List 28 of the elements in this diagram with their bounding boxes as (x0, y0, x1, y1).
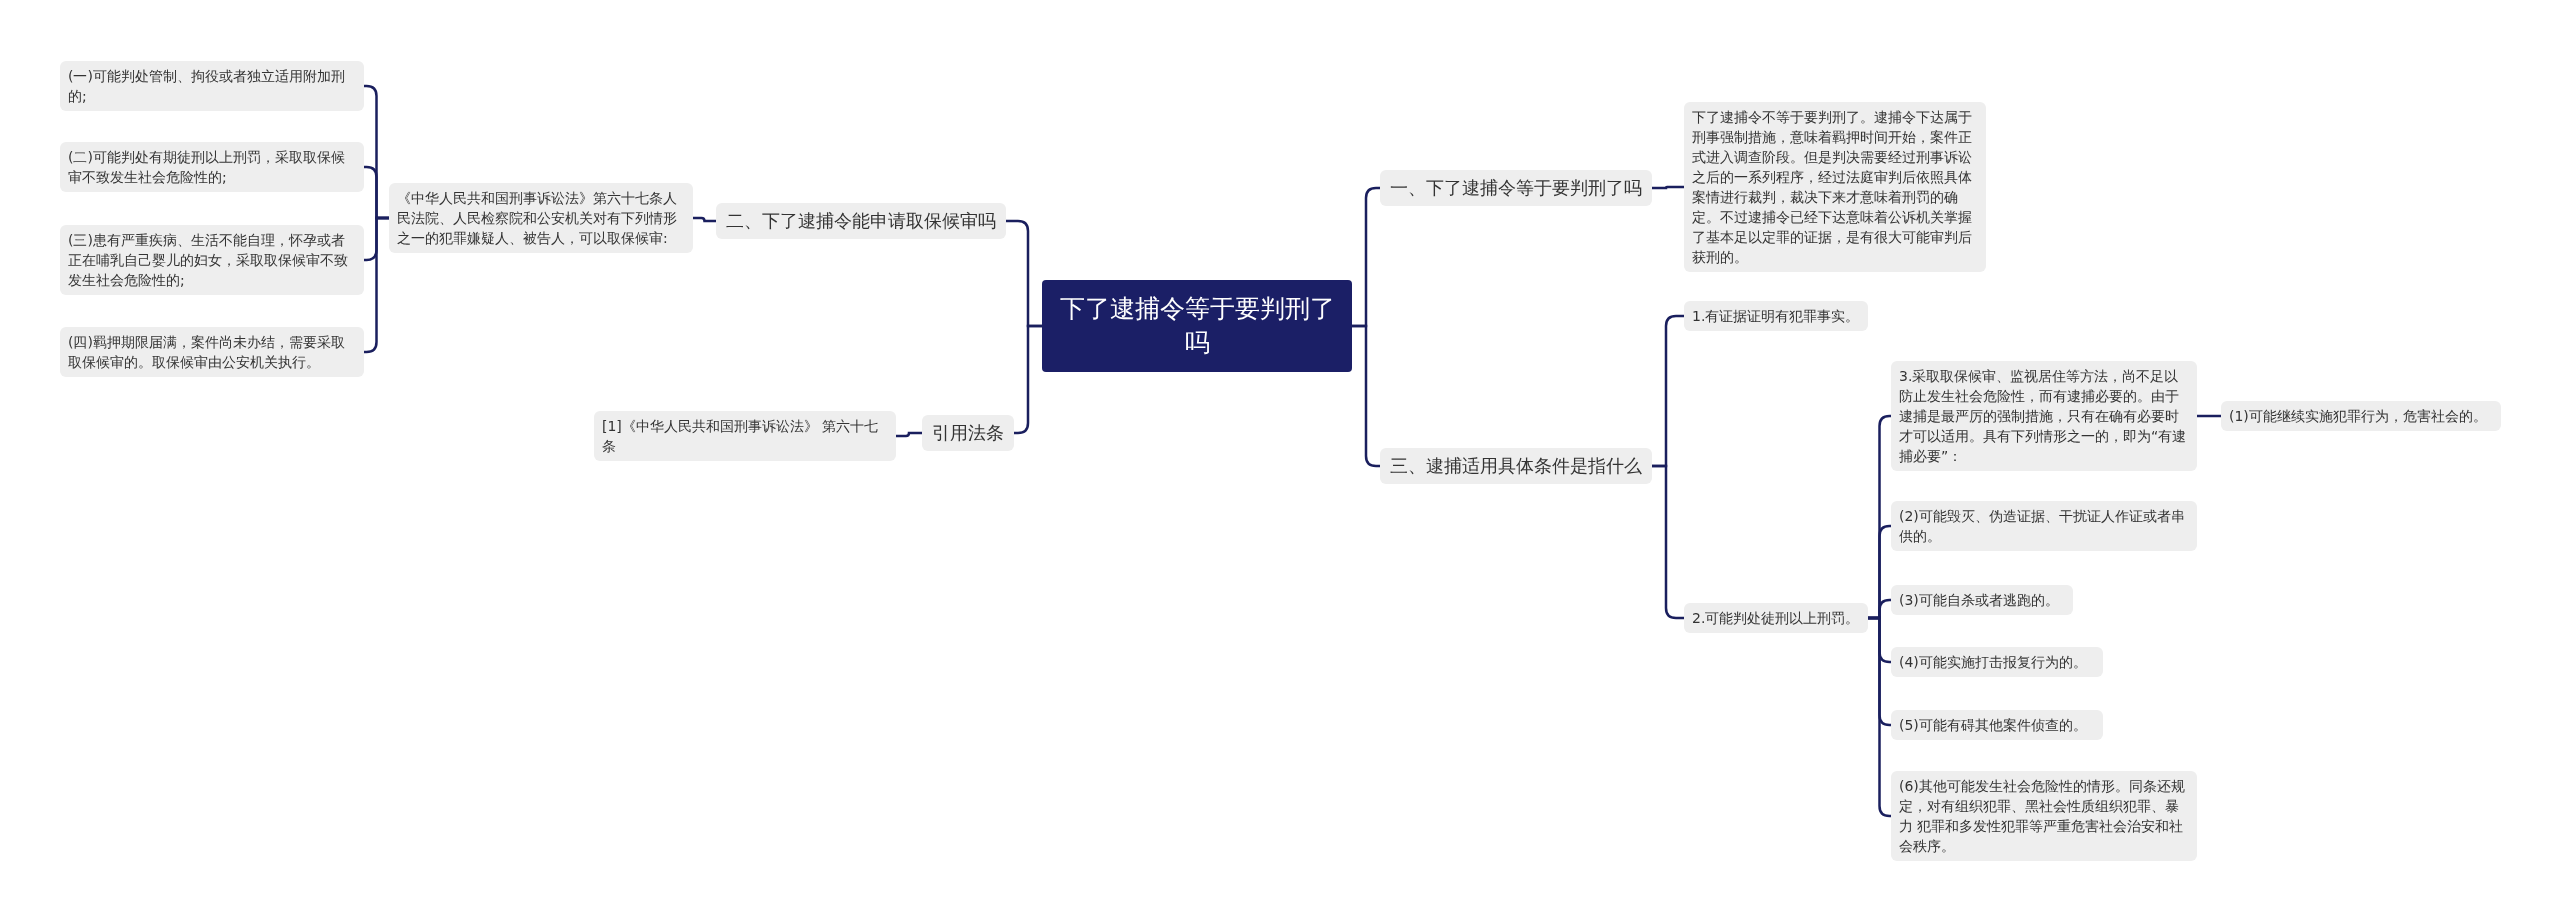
topic-box: 《中华人民共和国刑事诉讼法》第六十七条人民法院、人民检察院和公安机关对有下列情形之一的犯罪嫌疑人、被告人，可以取保候审: (389, 183, 693, 253)
connector-line (1868, 616, 1892, 818)
topic-box: 引用法条 (922, 415, 1014, 451)
topic-box: [1]《中华人民共和国刑事诉讼法》 第六十七条 (594, 411, 896, 461)
central-topic: 下了逮捕令等于要判刑了吗 (1042, 280, 1352, 372)
topic-box: (6)其他可能发生社会危险性的情形。同条还规定，对有组织犯罪、黑社会性质组织犯罪、暴力 犯罪和多发性犯罪等严重危害社会治安和社会秩序。 (1891, 771, 2197, 861)
connector-line (693, 216, 716, 223)
topic-box: (二)可能判处有期徒刑以上刑罚，采取取保候审不致发生社会危险性的; (60, 142, 364, 192)
connector-line (364, 216, 389, 354)
topic-box: 下了逮捕令不等于要判刑了。逮捕令下达属于刑事强制措施，意味着羁押时间开始，案件正式进入调查阶段。但是判决需要经过刑事诉讼之后的一系列程序，经过法庭审判后依照具体案情进行裁判，裁决下来才意味着刑罚的确定。不过逮捕令已经下达意味着公诉机关掌握了基本足以定罪的证据，是有很大可能审判后获刑的。 (1684, 102, 1986, 272)
topic-box: (四)羁押期限届满，案件尚未办结，需要采取取保候审的。取保候审由公安机关执行。 (60, 327, 364, 377)
topic-box: (5)可能有碍其他案件侦查的。 (1891, 710, 2103, 740)
topic-box: (4)可能实施打击报复行为的。 (1891, 647, 2103, 677)
topic-box: (2)可能毁灭、伪造证据、干扰证人作证或者串供的。 (1891, 501, 2197, 551)
topic-box: 2.可能判处徒刑以上刑罚。 (1684, 603, 1868, 633)
topic-box: 一、下了逮捕令等于要判刑了吗 (1380, 170, 1652, 206)
topic-box: 1.有证据证明有犯罪事实。 (1684, 301, 1868, 331)
topic-box: 二、下了逮捕令能申请取保候审吗 (716, 203, 1006, 239)
topic-box: (三)患有严重疾病、生活不能自理，怀孕或者正在哺乳自己婴儿的妇女，采取取保候审不致发生社会危险性的; (60, 225, 364, 295)
connector-line (1652, 185, 1684, 190)
topic-box: 3.采取取保候审、监视居住等方法，尚不足以防止发生社会危险性，而有逮捕必要的。由于逮捕是最严厉的强制措施，只有在确有必要时才可以适用。具有下列情形之一的，即为“有逮捕必要”： (1891, 361, 2197, 471)
topic-box: 三、逮捕适用具体条件是指什么 (1380, 448, 1652, 484)
topic-box: (1)可能继续实施犯罪行为，危害社会的。 (2221, 401, 2501, 431)
connector-line (2197, 414, 2221, 418)
connector-line (896, 431, 922, 438)
topic-box: (一)可能判处管制、拘役或者独立适用附加刑的; (60, 61, 364, 111)
connector-line (1652, 464, 1684, 620)
topic-box: (3)可能自杀或者逃跑的。 (1891, 585, 2073, 615)
